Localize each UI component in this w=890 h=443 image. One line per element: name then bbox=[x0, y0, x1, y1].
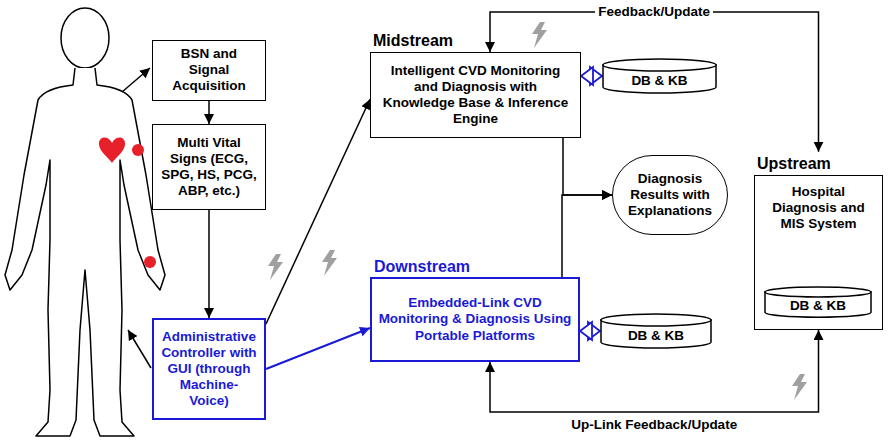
node-label: Embedded-Link CVD Monitoring & Diagnosis… bbox=[372, 295, 578, 344]
controller-box: Administrative Controller with GUI (thro… bbox=[152, 318, 266, 420]
feedback-arrow bbox=[128, 330, 151, 368]
process-box: Multi Vital Signs (ECG, SPG, HS, PCG, AB… bbox=[152, 124, 266, 210]
result-terminal: Diagnosis Results with Explanations bbox=[612, 155, 728, 235]
database-cylinder: DB & KB bbox=[602, 58, 717, 94]
process-box: DownstreamEmbedded-Link CVD Monitoring &… bbox=[370, 277, 580, 362]
database-cylinder: DB & KB bbox=[764, 286, 872, 318]
node-label: Administrative Controller with GUI (thro… bbox=[154, 329, 264, 410]
section-heading: Upstream bbox=[757, 154, 831, 173]
system-box: UpstreamHospital Diagnosis and MIS Syste… bbox=[754, 175, 883, 330]
database-cylinder: DB & KB bbox=[600, 313, 712, 349]
connector-arrow bbox=[563, 138, 612, 195]
connector-arrow bbox=[209, 210, 210, 318]
heart-symbol bbox=[99, 138, 125, 163]
connector-arrow bbox=[266, 328, 370, 369]
human-figure bbox=[5, 8, 165, 436]
sensor-dot bbox=[144, 256, 156, 268]
node-label: Multi Vital Signs (ECG, SPG, HS, PCG, AB… bbox=[153, 135, 265, 200]
connector-arrow bbox=[266, 99, 370, 324]
node-label: Hospital Diagnosis and MIS System bbox=[755, 184, 882, 233]
double-arrow bbox=[580, 322, 600, 340]
sensor-dot bbox=[132, 144, 144, 156]
node-label: Intelligent CVD Monitoring and Diagnosis… bbox=[371, 63, 580, 128]
connector-arrow bbox=[209, 101, 210, 124]
edge-label: Up-Link Feedback/Update bbox=[568, 417, 740, 433]
sensor-arrow bbox=[122, 68, 150, 92]
process-box: BSN and Signal Acquisition bbox=[152, 40, 266, 101]
connector-arrow bbox=[562, 195, 612, 277]
process-box: MidstreamIntelligent CVD Monitoring and … bbox=[370, 52, 581, 138]
node-label: DB & KB bbox=[784, 290, 852, 314]
node-label: Diagnosis Results with Explanations bbox=[613, 171, 727, 220]
node-label: DB & KB bbox=[622, 318, 690, 344]
double-arrow bbox=[581, 67, 602, 85]
node-label: BSN and Signal Acquisition bbox=[153, 46, 265, 95]
section-heading: Downstream bbox=[374, 257, 470, 276]
node-label: DB & KB bbox=[625, 63, 693, 89]
section-heading: Midstream bbox=[373, 31, 453, 50]
edge-label: Feedback/Update bbox=[595, 4, 713, 20]
wireless-symbol bbox=[268, 22, 807, 400]
